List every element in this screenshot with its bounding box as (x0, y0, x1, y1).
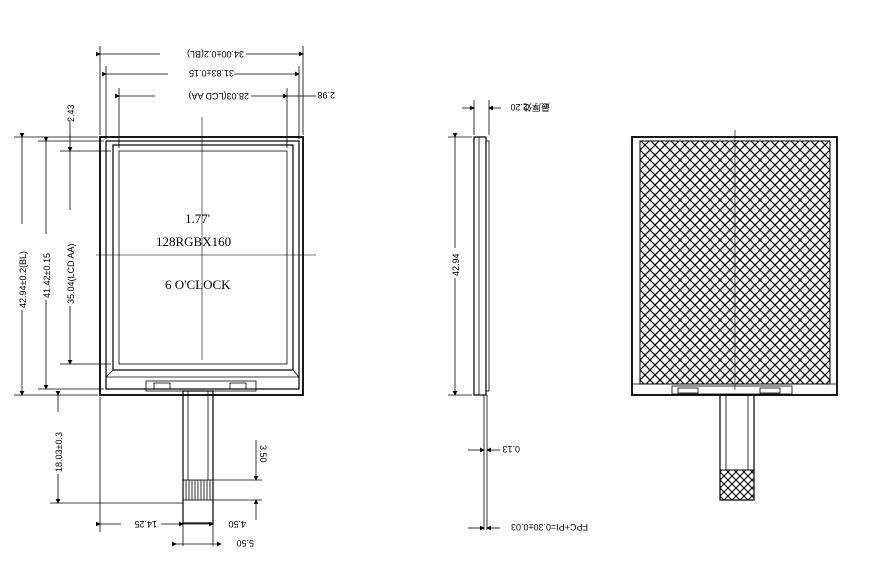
dim-fpc-pad-width: 4.50 (228, 519, 246, 529)
glass-bottom-lip (105, 369, 300, 378)
dim-side-thickness: 2.20 (510, 102, 528, 112)
dim-fpc-bottom-left: 14.25 (134, 519, 157, 529)
dim-fpc-pi-thickness: FPC+PI=0.30±0.03 (511, 522, 588, 532)
side-body (473, 136, 487, 396)
back-fpc-pads (719, 469, 755, 501)
dim-left-active: 35.04(LCD AA) (66, 243, 76, 304)
dim-top-active: 28.03(LCD AA) (188, 91, 249, 101)
dim-top-outline: 34.00±0.2(BL) (187, 49, 244, 59)
glass-outline (105, 140, 300, 390)
dim-fpc-thickness: 0.13 (502, 444, 520, 454)
dim-fpc-width: 5.50 (236, 538, 254, 548)
active-area-outer (112, 144, 294, 371)
dim-left-glass: 41.42±0.15 (42, 253, 52, 298)
label-size: 1.77' (185, 211, 210, 226)
backlight-outline (99, 136, 304, 396)
dim-left-total: 42.94±0.2(BL) (18, 251, 28, 308)
dim-side-height: 42.94 (451, 253, 461, 276)
side-view: 2.20 最厚处 42.94 0.13 FPC+PI=0.30±0.03 (448, 100, 588, 532)
label-viewing-direction: 6 O'CLOCK (165, 277, 231, 292)
dim-fpc-length: 18.03±0.3 (54, 432, 64, 472)
active-area-inner (118, 150, 288, 365)
back-view (631, 130, 838, 501)
dim-left-offset: 2.43 (66, 104, 76, 122)
label-resolution: 128RGBX160 (156, 234, 231, 249)
front-view: 1.77' 128RGBX160 6 O'CLOCK 34.00±0.2(BL)… (14, 46, 335, 548)
fpc-tail (182, 390, 214, 524)
dim-side-thickness-note: 最厚处 (523, 102, 550, 113)
dim-top-offset: 2.98 (317, 90, 335, 100)
dim-fpc-pad-height: 3.50 (258, 445, 268, 463)
dim-top-glass: 31.83±0.15 (189, 68, 234, 78)
